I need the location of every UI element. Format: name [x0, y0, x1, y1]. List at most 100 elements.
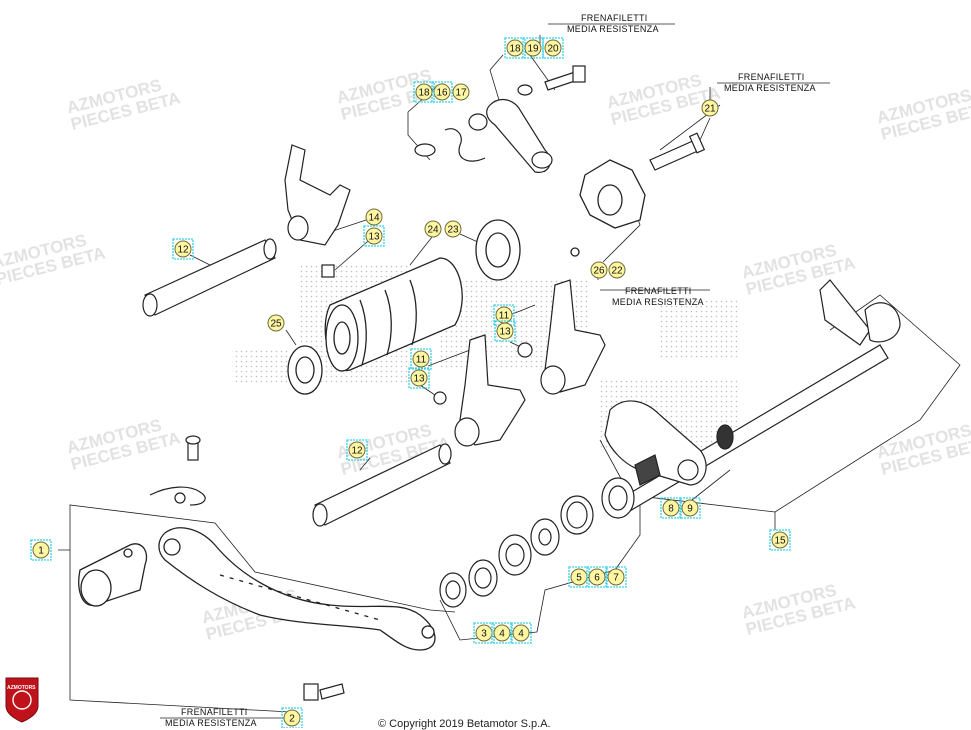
callout-19: 19: [522, 37, 544, 59]
callout-highlight: [172, 238, 194, 260]
callout-highlight: [605, 566, 627, 588]
star-wheel: [570, 159, 646, 257]
callout-highlight: [281, 707, 303, 728]
callout-circle: [493, 624, 511, 642]
callout-circle: [415, 83, 433, 101]
callout-number: 21: [704, 104, 716, 115]
callout-circle: [32, 541, 50, 559]
callout-13: 13: [363, 225, 385, 247]
callout-number: 13: [499, 327, 511, 338]
callout-number: 12: [351, 446, 363, 457]
bearing-25: [287, 345, 323, 395]
callout-circle: [524, 39, 542, 57]
callout-number: 22: [611, 266, 623, 277]
callout-16: 16: [431, 81, 453, 103]
shift-fork-right: [517, 279, 606, 395]
callout-number: 11: [499, 311, 510, 322]
bearing-23: [475, 219, 521, 281]
callout-number: 11: [416, 355, 427, 366]
callout-circle: [496, 322, 514, 340]
callout-number: 2: [289, 714, 295, 725]
callout-circle: [701, 99, 719, 117]
callout-number: 9: [687, 504, 693, 515]
callout-number: 19: [527, 44, 539, 55]
thread-lock-note: FRENAFILETTI MEDIA RESISTENZA: [567, 13, 659, 35]
callout-number: 4: [518, 629, 524, 640]
callout-number: 6: [594, 573, 600, 584]
callout-number: 8: [668, 504, 674, 515]
callout-11: 11: [410, 348, 432, 370]
callout-number: 18: [509, 44, 521, 55]
note-line: MEDIA RESISTENZA: [165, 718, 257, 728]
callout-highlight: [679, 497, 701, 519]
callout-circle: [662, 499, 680, 517]
callout-circle: [590, 261, 608, 279]
callout-highlight: [510, 622, 532, 644]
bolt-2: [303, 683, 345, 701]
callout-number: 17: [455, 88, 467, 99]
callout-highlight: [660, 497, 682, 519]
shaft-bushings: [439, 518, 560, 608]
callout-circle: [444, 220, 462, 238]
callout-23: 23: [444, 220, 462, 238]
callout-circle: [365, 227, 383, 245]
callout-18: 18: [504, 37, 526, 59]
callout-highlight: [769, 529, 791, 551]
callout-number: 3: [481, 629, 487, 640]
note-line: MEDIA RESISTENZA: [612, 297, 704, 307]
callout-2: 2: [281, 707, 303, 728]
index-lever: [486, 65, 586, 173]
callout-circle: [267, 314, 285, 332]
callout-highlight: [413, 81, 435, 103]
callout-circle: [283, 709, 301, 727]
thread-lock-note: FRENAFILETTI MEDIA RESISTENZA: [612, 286, 704, 308]
copyright-text: © Copyright 2019 Betamotor S.p.A.: [378, 718, 551, 730]
callout-13: 13: [408, 367, 430, 389]
note-line: FRENAFILETTI: [581, 13, 648, 23]
azmotors-logo-icon: [5, 677, 39, 723]
callout-number: 12: [177, 245, 189, 256]
callout-9: 9: [679, 497, 701, 519]
callout-7: 7: [605, 566, 627, 588]
callout-number: 14: [368, 213, 380, 224]
callout-13: 13: [494, 320, 516, 342]
callout-circle: [424, 220, 442, 238]
callout-5: 5: [568, 566, 590, 588]
callout-number: 4: [499, 629, 505, 640]
pedal-pin: [149, 435, 206, 506]
pedal-bracket: [78, 543, 148, 607]
callout-circle: [681, 499, 699, 517]
callout-circle: [544, 39, 562, 57]
callout-number: 23: [447, 225, 459, 236]
callout-number: 15: [774, 536, 786, 547]
callout-1: 1: [30, 539, 52, 561]
callout-circle: [588, 568, 606, 586]
callout-26: 26: [590, 261, 608, 279]
thread-lock-note: FRENAFILETTI MEDIA RESISTENZA: [724, 72, 816, 94]
callout-circle: [412, 350, 430, 368]
callout-8: 8: [660, 497, 682, 519]
callout-4: 4: [510, 622, 532, 644]
note-line: FRENAFILETTI: [625, 286, 692, 296]
thread-lock-note: FRENAFILETTI MEDIA RESISTENZA: [165, 707, 257, 729]
callout-number: 7: [613, 573, 619, 584]
shift-plate: [604, 400, 707, 486]
note-line: MEDIA RESISTENZA: [724, 83, 816, 93]
callout-highlight: [586, 566, 608, 588]
callout-number: 13: [368, 232, 380, 243]
callout-highlight: [363, 225, 385, 247]
callout-12: 12: [172, 238, 194, 260]
bolt-21: [649, 132, 706, 171]
note-line: FRENAFILETTI: [738, 72, 805, 82]
shaft-upper: [142, 238, 277, 317]
callout-22: 22: [608, 261, 626, 279]
callout-number: 18: [418, 88, 430, 99]
callout-14: 14: [365, 208, 383, 226]
callout-18: 18: [413, 81, 435, 103]
callout-number: 25: [270, 319, 282, 330]
callout-circle: [512, 624, 530, 642]
callout-number: 16: [436, 88, 448, 99]
callout-4: 4: [491, 622, 513, 644]
